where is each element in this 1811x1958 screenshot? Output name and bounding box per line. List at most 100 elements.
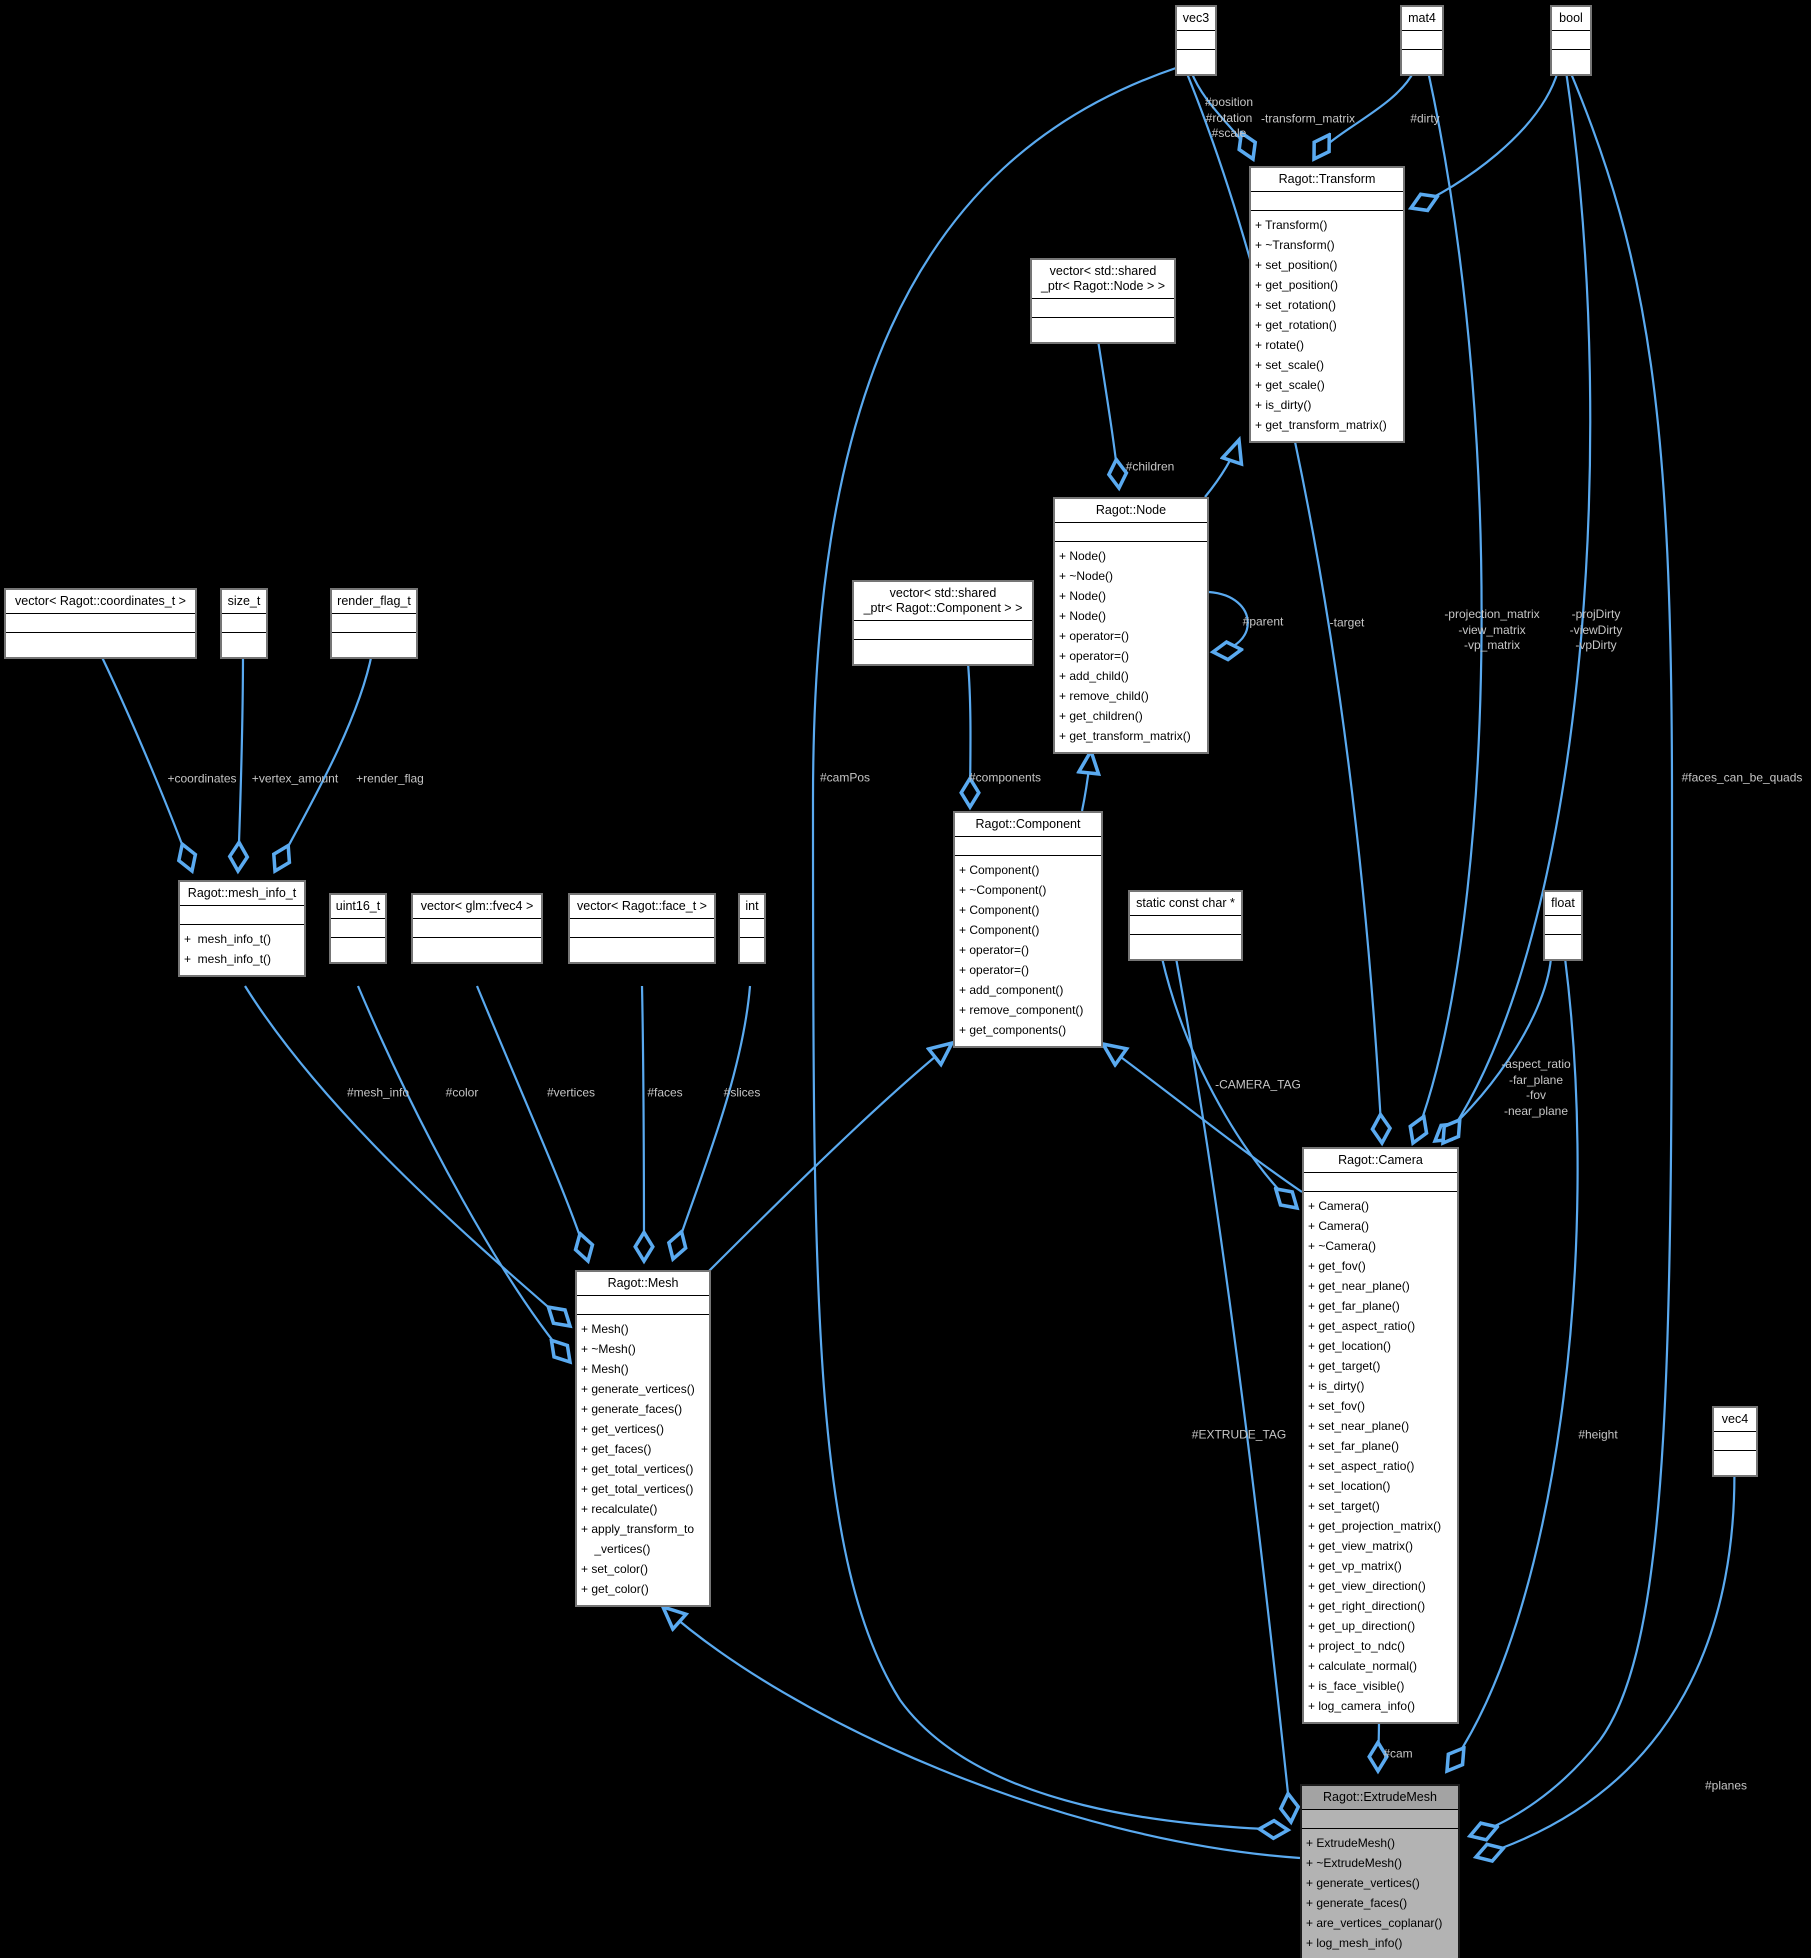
edge-label-dirty: #dirty <box>1410 111 1440 126</box>
class-box-transform[interactable]: Ragot::Transform+ Transform()+ ~Transfor… <box>1249 166 1405 443</box>
class-box-vector_component[interactable]: vector< std::shared _ptr< Ragot::Compone… <box>852 580 1034 666</box>
aggregation-edge-25 <box>244 985 570 1326</box>
edge-label-camera_tag: -CAMERA_TAG <box>1215 1077 1301 1092</box>
class-methods-vector_face <box>570 938 714 962</box>
class-title-bool: bool <box>1552 7 1590 31</box>
method-camera-0: + Camera() <box>1308 1199 1370 1213</box>
class-attrs-mat4 <box>1402 31 1442 50</box>
inheritance-edge-8 <box>707 1043 952 1273</box>
method-camera-19: + get_view_direction() <box>1308 1579 1426 1593</box>
class-box-mat4[interactable]: mat4 <box>1400 5 1444 76</box>
method-camera-23: + calculate_normal() <box>1308 1659 1418 1673</box>
class-title-float: float <box>1545 892 1581 916</box>
method-component-2: + Component() <box>959 903 1040 917</box>
class-attrs-vector_fvec4 <box>413 919 541 938</box>
aggregation-edge-0 <box>1189 70 1253 159</box>
method-extrude-4: + are_vertices_coplanar() <box>1306 1916 1443 1930</box>
class-methods-mesh: + Mesh()+ ~Mesh()+ Mesh()+ generate_vert… <box>577 1315 709 1605</box>
class-methods-extrude: + ExtrudeMesh()+ ~ExtrudeMesh()+ generat… <box>1302 1829 1458 1958</box>
class-box-static_char[interactable]: static const char * <box>1128 890 1243 961</box>
aggregation-edge-1 <box>1314 70 1415 159</box>
class-methods-node: + Node()+ ~Node()+ Node()+ Node()+ opera… <box>1055 542 1207 752</box>
method-node-4: + operator=() <box>1059 629 1130 643</box>
method-component-7: + remove_component() <box>959 1003 1084 1017</box>
method-node-6: + add_child() <box>1059 669 1129 683</box>
inheritance-edge-21 <box>663 1607 1301 1860</box>
class-box-float[interactable]: float <box>1543 890 1583 961</box>
method-mesh-0: + Mesh() <box>581 1322 629 1336</box>
method-camera-2: + ~Camera() <box>1308 1239 1377 1253</box>
edge-label-projection_matrices: -projection_matrix -view_matrix -vp_matr… <box>1444 606 1540 652</box>
class-methods-mesh_info: + mesh_info_t()+ mesh_info_t() <box>180 925 304 975</box>
inheritance-edge-9 <box>1103 1044 1303 1193</box>
aggregation-edge-19 <box>1476 1451 1736 1857</box>
aggregation-edge-6 <box>968 662 971 807</box>
class-methods-transform: + Transform()+ ~Transform()+ set_positio… <box>1251 211 1403 441</box>
aggregation-edge-3 <box>1096 339 1119 488</box>
method-node-8: + get_children() <box>1059 709 1143 723</box>
class-title-uint16: uint16_t <box>331 895 385 919</box>
class-title-node: Ragot::Node <box>1055 499 1207 523</box>
class-box-mesh_info[interactable]: Ragot::mesh_info_t+ mesh_info_t()+ mesh_… <box>178 880 306 977</box>
class-attrs-vec4 <box>1714 1432 1756 1451</box>
class-attrs-vector_node <box>1032 299 1174 318</box>
method-component-4: + operator=() <box>959 943 1030 957</box>
class-box-vector_node[interactable]: vector< std::shared _ptr< Ragot::Node > … <box>1030 258 1176 344</box>
aggregation-edge-27 <box>475 985 588 1261</box>
method-transform-5: + get_rotation() <box>1255 318 1337 332</box>
method-camera-18: + get_vp_matrix() <box>1308 1559 1402 1573</box>
edge-label-cam: #cam <box>1383 1746 1413 1761</box>
class-title-size_t: size_t <box>222 590 266 614</box>
class-title-static_char: static const char * <box>1130 892 1241 916</box>
class-attrs-node <box>1055 523 1207 542</box>
class-box-camera[interactable]: Ragot::Camera+ Camera()+ Camera()+ ~Came… <box>1302 1147 1459 1724</box>
class-title-vector_component: vector< std::shared _ptr< Ragot::Compone… <box>854 582 1032 621</box>
class-box-extrude[interactable]: Ragot::ExtrudeMesh+ ExtrudeMesh()+ ~Extr… <box>1300 1784 1460 1958</box>
class-box-size_t[interactable]: size_t <box>220 588 268 659</box>
method-camera-6: + get_aspect_ratio() <box>1308 1319 1416 1333</box>
class-attrs-float <box>1545 916 1581 935</box>
class-methods-size_t <box>222 633 266 657</box>
class-box-vec4[interactable]: vec4 <box>1712 1406 1758 1477</box>
edge-label-parent: #parent <box>1242 614 1284 629</box>
method-component-5: + operator=() <box>959 963 1030 977</box>
aggregation-edge-4 <box>1208 590 1249 652</box>
class-box-int[interactable]: int <box>738 893 766 964</box>
class-title-vec3: vec3 <box>1177 7 1215 31</box>
method-transform-4: + set_rotation() <box>1255 298 1337 312</box>
class-attrs-uint16 <box>331 919 385 938</box>
method-transform-9: + is_dirty() <box>1255 398 1312 412</box>
class-box-mesh[interactable]: Ragot::Mesh+ Mesh()+ ~Mesh()+ Mesh()+ ge… <box>575 1270 711 1607</box>
class-methods-render_flag_t <box>332 633 416 657</box>
aggregation-edge-26 <box>356 985 570 1362</box>
method-mesh_info-1: + mesh_info_t() <box>184 952 272 966</box>
aggregation-edge-24 <box>275 652 374 871</box>
class-box-render_flag_t[interactable]: render_flag_t <box>330 588 418 659</box>
edge-label-faces_can_be_quads: #faces_can_be_quads <box>1681 770 1803 785</box>
edge-label-mesh_info_lbl: #mesh_info <box>346 1085 410 1100</box>
class-title-vector_fvec4: vector< glm::fvec4 > <box>413 895 541 919</box>
method-component-0: + Component() <box>959 863 1040 877</box>
class-methods-float <box>1545 935 1581 959</box>
class-box-bool[interactable]: bool <box>1550 5 1592 76</box>
class-title-vector_coordinates: vector< Ragot::coordinates_t > <box>6 590 195 614</box>
method-mesh-3: + generate_vertices() <box>581 1382 695 1396</box>
class-methods-vec4 <box>1714 1451 1756 1475</box>
class-box-component[interactable]: Ragot::Component+ Component()+ ~Componen… <box>953 811 1103 1048</box>
class-box-vec3[interactable]: vec3 <box>1175 5 1217 76</box>
class-box-vector_fvec4[interactable]: vector< glm::fvec4 > <box>411 893 543 964</box>
class-box-vector_face[interactable]: vector< Ragot::face_t > <box>568 893 716 964</box>
class-attrs-extrude <box>1302 1810 1458 1829</box>
method-node-3: + Node() <box>1059 609 1107 623</box>
edge-label-position_rotation_scale: #position #rotation #scale <box>1204 94 1254 140</box>
edge-label-slices: #slices <box>723 1085 761 1100</box>
method-mesh-5: + get_vertices() <box>581 1422 665 1436</box>
class-box-vector_coordinates[interactable]: vector< Ragot::coordinates_t > <box>4 588 197 659</box>
class-title-mat4: mat4 <box>1402 7 1442 31</box>
class-box-node[interactable]: Ragot::Node+ Node()+ ~Node()+ Node()+ No… <box>1053 497 1209 754</box>
class-attrs-int <box>740 919 764 938</box>
method-extrude-3: + generate_faces() <box>1306 1896 1408 1910</box>
class-box-uint16[interactable]: uint16_t <box>329 893 387 964</box>
inheritance-edge-5 <box>1204 440 1239 498</box>
method-mesh-12: + get_color() <box>581 1582 649 1596</box>
